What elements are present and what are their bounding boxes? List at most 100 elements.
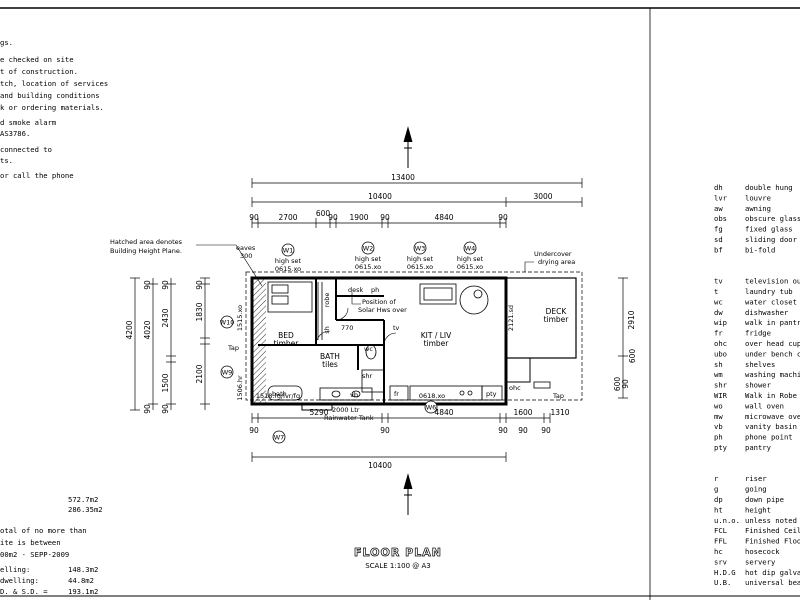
dim-770: 770 [341,324,353,332]
legend-value: water closet [745,297,797,306]
legend-value: sliding door [745,235,798,244]
fixture-tv: tv [393,324,400,332]
legend-value: television outle [745,277,800,286]
bed [267,281,313,313]
dim-2430: 2430 [161,308,170,327]
legend-value: microwave ove [745,412,800,421]
area-value: 193.1m2 [68,587,98,596]
leader-lines [196,244,534,305]
dim-1310: 1310 [550,408,569,417]
legend-key: WIR [714,391,728,400]
area-value: 44.8m2 [68,576,94,585]
window-note: high set [275,257,302,265]
window-tags [220,241,477,444]
solar-note: Position of [362,298,396,306]
legend-value: obscure glass [745,214,800,223]
sofa [419,283,457,305]
dim-10400: 10400 [368,192,392,201]
tank-label: Rainwater Tank [324,414,374,422]
legend-key: hc [714,547,723,556]
tap-label: Tap [227,344,239,352]
legend-value: washing machi [745,370,800,379]
window-code: 2121.sd [507,305,515,331]
fixture-robe: robe [323,293,331,308]
pillow [271,284,289,294]
legend-key: ubo [714,349,727,358]
window-tag-text: W9 [222,369,233,377]
legend-key: t [714,287,718,296]
legend-key: vb [714,422,723,431]
legend-value: height [745,505,771,514]
drawing-scale: SCALE 1:100 @ A3 [365,562,431,570]
hatch-note: Hatched area denotes [110,238,183,246]
fridge [389,385,409,401]
legend-value: phone point [745,433,793,442]
window-tag-w7 [272,430,286,444]
legend-key: sh [714,360,723,369]
legend-key: srv [714,557,727,566]
window-tag-w1 [281,243,295,257]
legend-value: hot dip galvan [745,568,800,577]
dim-1600: 1600 [513,408,532,417]
window-tag-text: W4 [465,245,476,253]
dim-2910: 2910 [627,310,636,329]
legend-key: wip [714,318,727,327]
dim-90: 90 [249,213,259,222]
legend-value: awning [745,204,771,213]
dim-2700: 2700 [278,213,297,222]
dim-2100: 2100 [195,364,204,383]
dim-4840: 4840 [434,213,453,222]
window-note: high set [457,255,484,263]
legend-key: fr [714,329,723,338]
fixture-ohc: ohc [509,384,521,392]
legend-key: wo [714,401,723,410]
fixture-shower: shr [362,372,373,380]
legend-key: pty [714,443,728,452]
dim-90: 90 [380,213,390,222]
legend-value: fridge [745,329,771,338]
note-line: t of construction. [0,67,78,76]
fixture-bath: bath [272,390,287,398]
room-deck: DECK [546,307,568,316]
bottom-dimension-labels: 5290 4840 1600 1310 90 90 90 90 90 10400 [249,408,570,470]
bath-tub [267,385,303,401]
legend-key: ht [714,505,723,514]
fixture-wc: wc [364,345,373,353]
left-dimension-labels: 4200 4020 90 2430 90 1500 90 90 90 1830 … [125,280,244,414]
legend-value: wall oven [745,401,784,410]
legend-value: louvre [745,193,771,202]
dim-600: 600 [628,349,637,364]
undercover-label: Undercover [534,250,572,258]
dim-90: 90 [143,280,152,290]
window-code: 0615.xo [407,263,433,271]
vanity [319,387,373,401]
window-tag-w5 [424,400,438,414]
legend-key: shr [714,381,728,390]
legend-value: pantry [745,443,772,452]
dim-1830: 1830 [195,302,204,321]
hatched-area [252,278,266,404]
dim-90: 90 [195,280,204,290]
legend-key: ohc [714,339,727,348]
legend-key: bf [714,245,723,254]
dim-overall: 10400 [368,461,392,470]
legend-key: g [714,485,718,494]
drying-area-label: drying area [538,258,575,266]
area-note: 00m2 - SEPP-2009 [0,550,69,559]
tap-fixture [533,381,551,389]
note-line: or call the phone [0,171,74,180]
left-dimensions [130,277,210,411]
dim-90: 90 [498,426,508,435]
hatch-note: Building Height Plane. [110,247,182,255]
legend-value: down pipe [745,495,784,504]
dim-90: 90 [518,426,528,435]
right-dimension-labels: 2910 600 90 600 [613,310,637,391]
room-bed: BED [278,331,294,340]
tap-label: Tap [552,392,564,400]
eaves-dim: 300 [240,252,252,260]
dim-90: 90 [498,213,508,222]
area-note: ite is between [0,538,61,547]
dining-table [459,285,489,315]
area-label: D. & S.D. = [0,587,48,596]
